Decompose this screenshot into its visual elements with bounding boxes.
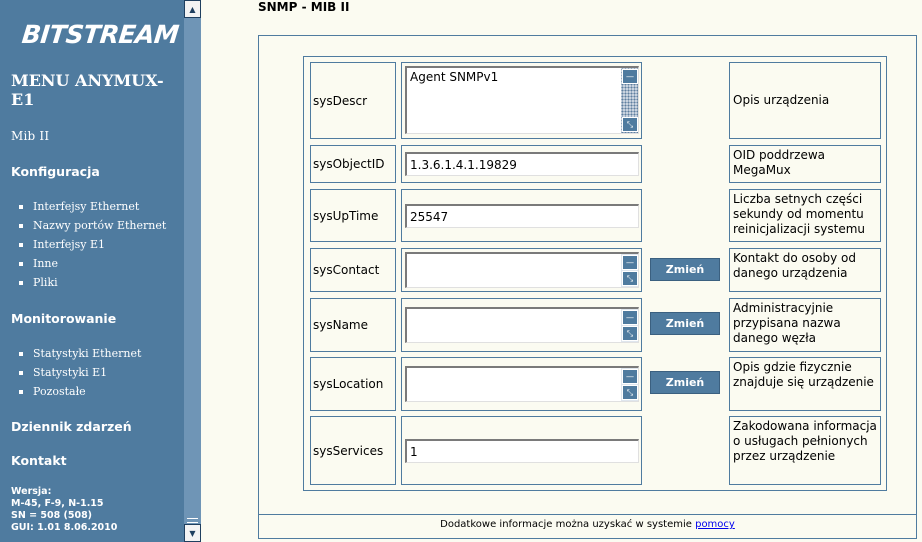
help-link[interactable]: pomocy bbox=[695, 519, 735, 530]
label-sysobjectid: sysObjectID bbox=[310, 145, 396, 183]
label-text: sysContact bbox=[313, 263, 380, 277]
sysservices-input[interactable]: 1 bbox=[405, 439, 639, 463]
sidebar-item-statystyki-ethernet[interactable]: Statystyki Ethernet bbox=[0, 344, 141, 363]
scroll-down-icon[interactable]: ▼ bbox=[184, 524, 201, 542]
scroll-up-icon[interactable]: — bbox=[622, 69, 638, 84]
sidebar-item-mib-ii[interactable]: Mib II bbox=[11, 129, 50, 143]
sidebar-section-monitorowanie[interactable]: Monitorowanie bbox=[11, 311, 117, 326]
sidebar-item-interfejsy-ethernet[interactable]: Interfejsy Ethernet bbox=[0, 197, 166, 216]
sysdescr-textarea[interactable]: Agent SNMPv1 — ⤡ bbox=[405, 66, 639, 134]
scroll-up-icon[interactable]: — bbox=[622, 369, 638, 384]
cell-sysservices-value: 1 bbox=[401, 416, 642, 485]
resize-icon[interactable]: ⤡ bbox=[622, 117, 638, 132]
zmien-syslocation-button[interactable]: Zmień bbox=[650, 371, 720, 394]
desc-syscontact: Kontakt do osoby od danego urządzenia bbox=[729, 248, 881, 292]
label-sysservices: sysServices bbox=[310, 416, 396, 485]
scroll-grip-icon[interactable] bbox=[187, 518, 198, 523]
desc-sysdescr: Opis urządzenia bbox=[729, 62, 881, 139]
sidebar-item-kontakt[interactable]: Kontakt bbox=[11, 453, 67, 468]
desc-text: Opis gdzie fizycznie znajduje się urządz… bbox=[733, 360, 874, 389]
version-line: GUI: 1.01 8.06.2010 bbox=[11, 522, 118, 533]
desc-text: Opis urządzenia bbox=[733, 93, 830, 107]
label-text: sysLocation bbox=[313, 377, 384, 391]
label-sysuptime: sysUpTime bbox=[310, 189, 396, 242]
zmien-sysname-button[interactable]: Zmień bbox=[650, 312, 720, 335]
cell-sysdescr-value: Agent SNMPv1 — ⤡ bbox=[401, 62, 642, 139]
footer-text: Dodatkowe informacje można uzyskać w sys… bbox=[440, 519, 696, 530]
sidebar-item-interfejsy-e1[interactable]: Interfejsy E1 bbox=[0, 235, 166, 254]
sysdescr-value: Agent SNMPv1 bbox=[410, 70, 499, 84]
desc-sysname: Administracyjnie przypisana nazwa danego… bbox=[729, 298, 881, 352]
desc-text: OID poddrzewa MegaMux bbox=[733, 148, 826, 177]
sidebar-item-nazwy-portow[interactable]: Nazwy portów Ethernet bbox=[0, 216, 166, 235]
sidebar-scrollbar[interactable]: ▲ ▼ bbox=[184, 0, 201, 542]
version-line: M-45, F-9, N-1.15 bbox=[11, 498, 104, 509]
syscontact-textarea[interactable]: — ⤡ bbox=[405, 252, 639, 288]
sidebar-item-statystyki-e1[interactable]: Statystyki E1 bbox=[0, 363, 141, 382]
bitstream-logo: BITSTREAM bbox=[20, 20, 181, 49]
sidebar-item-pliki[interactable]: Pliki bbox=[0, 273, 166, 292]
label-text: sysObjectID bbox=[313, 157, 385, 171]
label-sysdescr: sysDescr bbox=[310, 62, 396, 139]
label-text: sysName bbox=[313, 318, 369, 332]
sidebar-item-dziennik-zdarzen[interactable]: Dziennik zdarzeń bbox=[11, 419, 132, 434]
desc-sysservices: Zakodowana informacja o usługach pełnion… bbox=[729, 416, 881, 485]
resize-icon[interactable]: ⤡ bbox=[622, 326, 638, 341]
desc-syslocation: Opis gdzie fizycznie znajduje się urządz… bbox=[729, 357, 881, 411]
cell-syscontact-value: — ⤡ bbox=[401, 248, 642, 292]
cell-syscontact-button: Zmień bbox=[647, 248, 724, 292]
sidebar: BITSTREAM MENU ANYMUX-E1 Mib II Konfigur… bbox=[0, 0, 201, 542]
syslocation-textarea[interactable]: — ⤡ bbox=[405, 366, 639, 402]
cell-sysname-value: — ⤡ bbox=[401, 298, 642, 352]
label-text: sysServices bbox=[313, 443, 384, 458]
scroll-up-icon[interactable]: — bbox=[622, 310, 638, 325]
resize-icon[interactable]: ⤡ bbox=[622, 385, 638, 400]
cell-syslocation-value: — ⤡ bbox=[401, 357, 642, 411]
label-sysname: sysName bbox=[310, 298, 396, 352]
cell-sysobjectid-value: 1.3.6.1.4.1.19829 bbox=[401, 145, 642, 183]
sidebar-item-inne[interactable]: Inne bbox=[0, 254, 166, 273]
version-info: Wersja: M-45, F-9, N-1.15 SN = 508 (508)… bbox=[11, 486, 183, 534]
konfiguracja-list: Interfejsy Ethernet Nazwy portów Etherne… bbox=[0, 197, 166, 292]
label-text: sysDescr bbox=[313, 93, 368, 108]
footer: Dodatkowe informacje można uzyskać w sys… bbox=[258, 519, 917, 530]
desc-text: Zakodowana informacja o usługach pełnion… bbox=[733, 419, 877, 463]
desc-sysuptime: Liczba setnych części sekundy od momentu… bbox=[729, 189, 881, 242]
version-line: SN = 508 (508) bbox=[11, 510, 93, 521]
zmien-syscontact-button[interactable]: Zmień bbox=[650, 258, 720, 281]
label-syslocation: sysLocation bbox=[310, 357, 396, 411]
desc-sysobjectid: OID poddrzewa MegaMux bbox=[729, 145, 881, 183]
monitorowanie-list: Statystyki Ethernet Statystyki E1 Pozost… bbox=[0, 344, 141, 401]
label-syscontact: sysContact bbox=[310, 248, 396, 292]
scroll-up-icon[interactable]: ▲ bbox=[184, 0, 201, 18]
cell-syslocation-button: Zmień bbox=[647, 357, 724, 411]
label-text: sysUpTime bbox=[313, 208, 379, 223]
sysuptime-input[interactable]: 25547 bbox=[405, 204, 639, 228]
sidebar-item-pozostale[interactable]: Pozostałe bbox=[0, 382, 141, 401]
sidebar-content: BITSTREAM MENU ANYMUX-E1 Mib II Konfigur… bbox=[0, 0, 184, 542]
desc-text: Kontakt do osoby od danego urządzenia bbox=[733, 251, 856, 280]
desc-text: Administracyjnie przypisana nazwa danego… bbox=[733, 301, 841, 345]
cell-sysuptime-value: 25547 bbox=[401, 189, 642, 242]
page-title: SNMP - MIB II bbox=[258, 0, 350, 14]
sysname-textarea[interactable]: — ⤡ bbox=[405, 307, 639, 343]
cell-sysname-button: Zmień bbox=[647, 298, 724, 352]
footer-divider bbox=[258, 514, 917, 515]
version-line: Wersja: bbox=[11, 486, 52, 497]
resize-icon[interactable]: ⤡ bbox=[622, 271, 638, 286]
textarea-scrollbar[interactable] bbox=[621, 68, 638, 133]
menu-title: MENU ANYMUX-E1 bbox=[11, 71, 164, 109]
scroll-up-icon[interactable]: — bbox=[622, 255, 638, 270]
sidebar-section-konfiguracja[interactable]: Konfiguracja bbox=[11, 164, 100, 179]
sysobjectid-input[interactable]: 1.3.6.1.4.1.19829 bbox=[405, 152, 639, 176]
desc-text: Liczba setnych części sekundy od momentu… bbox=[733, 192, 865, 236]
